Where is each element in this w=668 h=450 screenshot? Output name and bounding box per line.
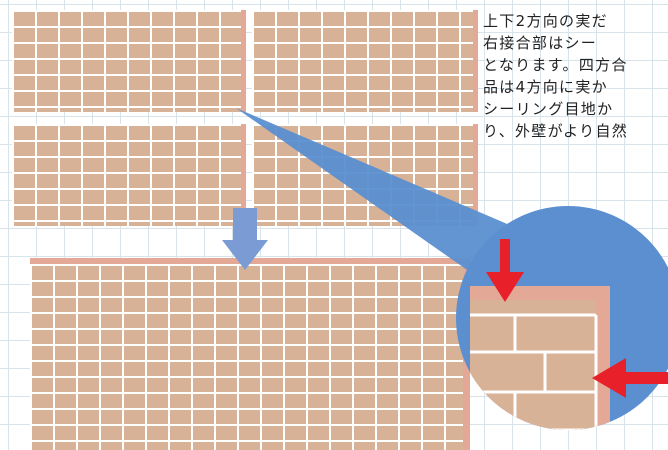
red-arrow-down-icon bbox=[486, 239, 524, 302]
description-line: となります。四方合 bbox=[483, 56, 628, 74]
description-text: 上下2方向の実だ 右接合部はシー となります。四方合 品は4方向に実か シーリン… bbox=[483, 10, 668, 142]
description-line: 右接合部はシー bbox=[483, 34, 598, 52]
brick-panel-bottom-left bbox=[12, 124, 246, 226]
description-line: り、外壁がより自然 bbox=[483, 122, 629, 140]
callout-pointer bbox=[236, 108, 540, 272]
brick-panel-top-left bbox=[12, 10, 246, 112]
brick-panel-top-right bbox=[252, 10, 478, 112]
down-arrow-icon bbox=[222, 208, 268, 270]
brick-panel-bottom-right bbox=[252, 124, 478, 226]
red-arrow-left-icon bbox=[592, 358, 668, 398]
description-line: 品は4方向に実か bbox=[483, 78, 608, 96]
description-line: 上下2方向の実だ bbox=[483, 12, 608, 30]
description-line: シーリング目地か bbox=[483, 100, 614, 118]
